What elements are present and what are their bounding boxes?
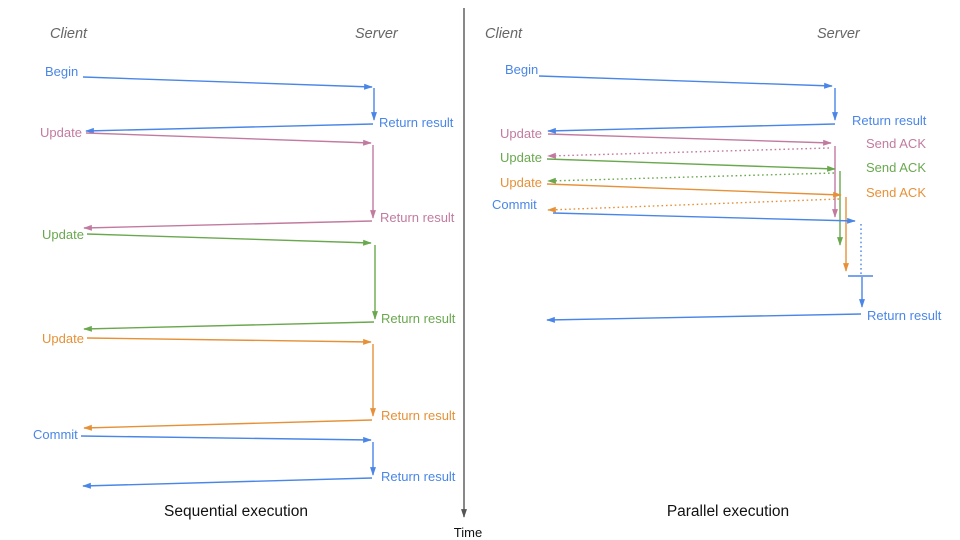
parallel-msg-1-label: Update bbox=[500, 126, 542, 141]
sequential-server-header: Server bbox=[355, 26, 399, 42]
parallel-msg-4-label: Commit bbox=[492, 197, 537, 212]
parallel-msg-4-result-label: Return result bbox=[867, 308, 942, 323]
sequential-msg-0-label: Begin bbox=[45, 64, 78, 79]
sequential-msg-0-response-line bbox=[85, 123, 374, 134]
sequential-msg-1-result-label: Return result bbox=[380, 210, 455, 225]
sequential-msg-0-request-line bbox=[82, 76, 373, 90]
sequential-msg-3-label: Update bbox=[42, 331, 84, 346]
sequential-title: Sequential execution bbox=[164, 503, 308, 520]
parallel-msg-4-response-line bbox=[546, 313, 862, 323]
time-axis-label: Time bbox=[454, 525, 482, 540]
parallel-server-header: Server bbox=[817, 26, 861, 42]
sequential-msg-4-response-line bbox=[82, 477, 373, 489]
parallel-msg-0-response-line bbox=[547, 123, 836, 134]
parallel-msg-2-label: Update bbox=[500, 150, 542, 165]
parallel-msg-0-result-label: Return result bbox=[852, 113, 927, 128]
sequential-msg-4-result-label: Return result bbox=[381, 469, 456, 484]
parallel-msg-1-request-line bbox=[547, 133, 832, 146]
parallel-msg-2-response-line bbox=[547, 172, 835, 184]
parallel-msg-3-request-line bbox=[546, 183, 842, 198]
sequential-msg-1-response-line bbox=[83, 220, 373, 231]
parallel-msg-2-request-line bbox=[546, 158, 836, 172]
sequential-msg-3-request-line bbox=[86, 337, 372, 345]
sequential-msg-0-result-label: Return result bbox=[379, 115, 454, 130]
parallel-title: Parallel execution bbox=[667, 503, 789, 520]
sequential-msg-2-response-line bbox=[83, 321, 375, 332]
sequential-msg-3-result-label: Return result bbox=[381, 408, 456, 423]
parallel-msg-4-request-line bbox=[552, 212, 856, 224]
sequential-msg-1-request-line bbox=[85, 132, 372, 146]
time-axis: Time bbox=[454, 8, 482, 540]
sequential-msg-4-label: Commit bbox=[33, 427, 78, 442]
sequential-msg-4-request-line bbox=[80, 435, 372, 443]
parallel-msg-3-result-label: Send ACK bbox=[866, 185, 926, 200]
sequential-msg-1-label: Update bbox=[40, 125, 82, 140]
parallel-msg-1-response-line bbox=[547, 147, 830, 159]
parallel-msg-0-label: Begin bbox=[505, 62, 538, 77]
sequential-msg-2-request-line bbox=[86, 233, 372, 246]
parallel-msg-3-response-line bbox=[547, 198, 840, 213]
panel-sequential-lines bbox=[80, 76, 378, 489]
sequential-msg-3-response-line bbox=[83, 419, 373, 431]
sequential-client-header: Client bbox=[50, 26, 88, 42]
parallel-client-header: Client bbox=[485, 26, 523, 42]
parallel-msg-0-request-line bbox=[538, 75, 833, 89]
sequential-msg-2-result-label: Return result bbox=[381, 311, 456, 326]
panel-parallel-lines bbox=[538, 75, 873, 323]
parallel-msg-2-result-label: Send ACK bbox=[866, 160, 926, 175]
parallel-msg-1-result-label: Send ACK bbox=[866, 136, 926, 151]
parallel-msg-3-label: Update bbox=[500, 175, 542, 190]
sequential-msg-2-label: Update bbox=[42, 227, 84, 242]
